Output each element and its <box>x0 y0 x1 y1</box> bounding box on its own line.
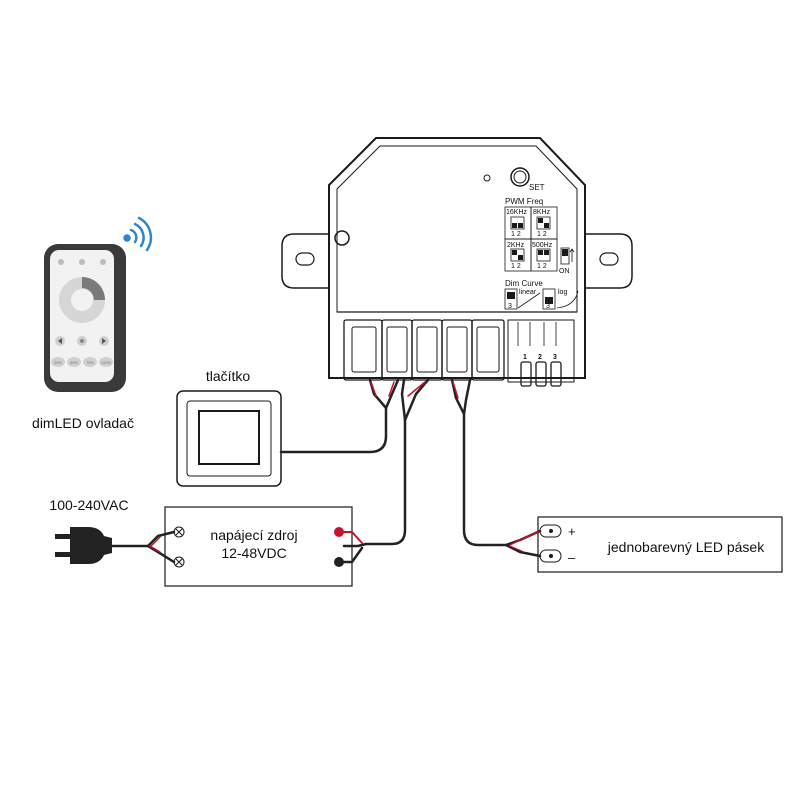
remote-key-100: 100% <box>101 360 112 365</box>
pwm-dip-panel: PWM Freq 16KHz 8KHz 2KHz 500Hz 1 <box>504 197 575 275</box>
led-wires <box>450 378 542 558</box>
button-wires <box>279 378 400 454</box>
freq-2k-label: 2KHz <box>507 242 525 249</box>
pin-3-label: 3 <box>553 354 557 361</box>
switch-1-2-label-d: 1 2 <box>537 263 547 270</box>
button-frame <box>176 390 282 487</box>
wireless-signal-icon <box>123 216 153 252</box>
led-strip-box <box>537 516 783 573</box>
on-label: ON <box>559 268 570 275</box>
remote-middle-buttons <box>55 336 109 346</box>
led-strip <box>537 516 783 573</box>
wall-push-button <box>176 390 282 487</box>
psu-box <box>164 506 353 587</box>
pin-2 <box>535 361 547 387</box>
remote-key-50: 50% <box>70 360 78 365</box>
set-label: SET <box>529 183 545 192</box>
indicator-lens <box>334 230 350 246</box>
dim-curve-panel: Dim Curve linear log 3 3 <box>504 279 579 310</box>
freq-16k-label: 16KHz <box>506 209 528 216</box>
dimmer-controller <box>281 137 633 379</box>
on-switch[interactable] <box>560 247 570 265</box>
power-supply <box>164 506 353 587</box>
pin-2-label: 2 <box>538 354 542 361</box>
pwm-freq-label: PWM Freq <box>505 197 543 206</box>
set-button[interactable] <box>510 167 530 187</box>
freq-500-label: 500Hz <box>532 242 553 249</box>
led-strip-label: jednobarevný LED pásek <box>607 539 765 555</box>
remote-label: dimLED ovladač <box>32 415 134 431</box>
remote-control: 25% 50% 75% 100% <box>44 216 153 392</box>
remote-key-25: 25% <box>54 360 62 365</box>
dim-curve-label: Dim Curve <box>505 279 543 288</box>
pin-3 <box>550 361 562 387</box>
dim-switch-3-label-a: 3 <box>508 303 512 310</box>
psu-label: napájecí zdroj <box>210 527 297 543</box>
dc-plus-terminal <box>334 527 344 537</box>
switch-1-2-label-c: 1 2 <box>511 263 521 270</box>
terminal-5 <box>471 319 505 381</box>
terminal-block <box>343 319 575 387</box>
log-label: log <box>558 289 567 296</box>
remote-top-buttons <box>58 259 106 265</box>
led-plus-label: + <box>568 524 576 539</box>
button-inner-frame <box>186 400 272 477</box>
remote-brightness-keys: 25% 50% 75% 100% <box>51 357 113 367</box>
freq-8k-label: 8KHz <box>533 209 551 216</box>
wiring <box>110 378 542 564</box>
controller-body <box>328 137 586 379</box>
psu-voltage-label: 12-48VDC <box>221 545 286 561</box>
left-mounting-ear <box>281 233 329 289</box>
switch-1-2-label-b: 1 2 <box>537 231 547 238</box>
led-minus-label: – <box>568 550 576 565</box>
button-label: tlačítko <box>206 368 251 384</box>
remote-key-75: 75% <box>86 360 94 365</box>
mains-wires <box>110 530 176 564</box>
right-mounting-ear <box>585 233 633 289</box>
dim-switch-3-label-b: 3 <box>546 303 550 310</box>
pin-1-label: 1 <box>523 354 527 361</box>
linear-label: linear <box>519 289 537 296</box>
power-wires <box>342 378 430 564</box>
mains-label: 100-240VAC <box>49 497 128 513</box>
mains-plug-icon <box>55 527 112 564</box>
pin-1 <box>520 361 532 387</box>
switch-1-2-label-a: 1 2 <box>511 231 521 238</box>
status-led-icon <box>483 174 491 182</box>
dc-minus-terminal <box>334 557 344 567</box>
button-rocker <box>198 410 260 465</box>
